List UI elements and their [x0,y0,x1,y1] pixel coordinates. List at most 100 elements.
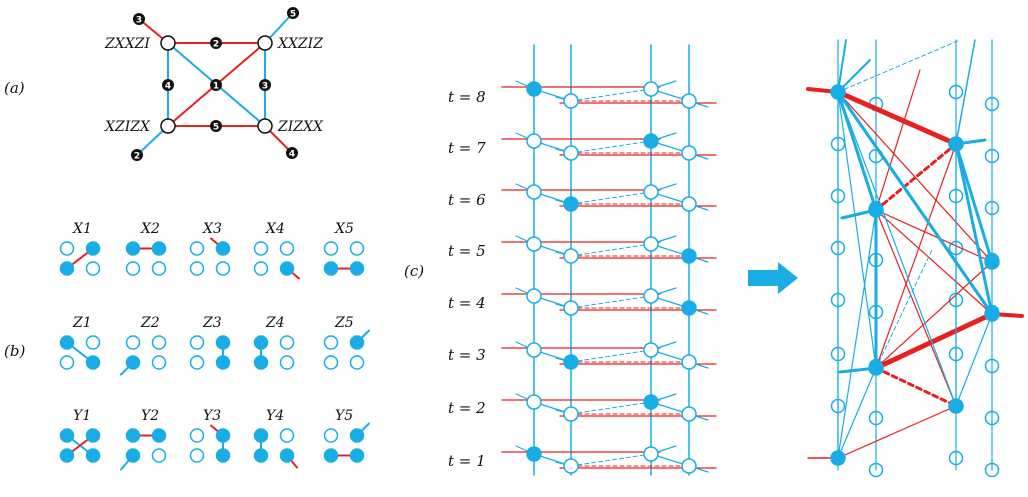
syndrome-node [984,306,1000,322]
label-z4: Z4 [265,315,285,331]
svg-text:3: 3 [136,16,142,26]
filled-qubit [215,241,231,256]
red-edge [875,69,921,211]
blue-edge [837,39,847,93]
empty-qubit [279,355,295,370]
syndrome-node [868,202,884,218]
node-zxxzi [160,35,176,51]
time-label-4: t = 4 [448,294,486,312]
syndrome-node [643,133,659,149]
dashed-red-edge [874,142,958,212]
node-label-xxziz: XXZIZ [277,36,323,52]
node-label-zizxx: ZIZXX [277,119,324,135]
filled-qubit [215,335,231,350]
thick-blue-edge [954,142,994,316]
stabilizer-icon [323,422,370,463]
empty-qubit [125,261,141,276]
filled-qubit [215,448,231,463]
check-node [563,300,579,316]
node-label-xzizx: XZIZX [104,119,151,135]
time-label-7: t = 7 [448,139,486,157]
leg-marker-5: 5 [287,7,299,20]
empty-qubit [59,241,75,256]
syndrome-node [830,450,846,466]
syndrome-node [948,136,964,152]
stabilizer-icon [125,241,167,276]
blue-edge [837,91,877,369]
dashed-blue-edge [836,90,994,316]
label-z1: Z1 [72,315,92,331]
node-xxziz [257,35,273,51]
empty-qubit [189,261,205,276]
leg-marker-3: 3 [133,13,145,26]
check-node [643,288,659,304]
stabilizer-icon [323,241,365,276]
filled-qubit [349,428,365,443]
blue-edge [837,209,877,459]
syndrome-node [830,84,846,100]
syndrome-node [868,360,884,376]
syndrome-node [681,248,697,264]
svg-text:4: 4 [289,150,295,160]
spacetime-lattice [501,44,717,476]
filled-qubit [215,428,231,443]
filled-qubit [323,448,339,463]
time-label-3: t = 3 [448,346,486,364]
syndrome-node [681,300,697,316]
check-node [526,184,542,200]
check-node [643,236,659,252]
time-label-5: t = 5 [448,242,486,260]
node-label-zxxzi: ZXXZI [104,36,150,52]
panel-c: (c) t = 8 t = 7 t = 6 t = 5 t = 4 t = 3 … [404,39,1024,478]
thick-red-edge [835,89,959,147]
empty-qubit [151,335,167,350]
panel-c-label: (c) [404,262,424,280]
svg-text:5: 5 [213,123,219,133]
stabilizer-icon [253,428,298,469]
panel-b-icons [59,237,370,471]
syndrome-node [526,446,542,462]
svg-text:5: 5 [290,10,296,20]
check-node [563,406,579,422]
blue-edge [837,91,957,407]
check-node [643,81,659,97]
stabilizer-icon [59,428,101,463]
label-x1: X1 [72,221,92,237]
dashed-edge [570,140,652,154]
empty-qubit [85,261,101,276]
dashed-edge [570,349,652,363]
edge-marker-left: 4 [162,79,174,92]
blue-edge [955,313,993,407]
filled-qubit [85,355,101,370]
dashed-edge [570,191,652,205]
svg-text:4: 4 [165,82,171,92]
label-x3: X3 [202,221,222,237]
syndrome-node [526,81,542,97]
empty-qubit [189,335,205,350]
red-edge [875,209,993,315]
label-x4: X4 [265,221,285,237]
filled-qubit [279,448,295,463]
filled-qubit [279,261,295,276]
label-x5: X5 [334,221,354,237]
check-node [681,354,697,370]
red-edge [875,143,957,369]
time-label-2: t = 2 [448,399,486,417]
filled-qubit [253,355,269,370]
blue-edge [837,367,877,459]
check-node [526,342,542,358]
filled-qubit [323,261,339,276]
dashed-blue-edge [837,39,961,93]
stabilizer-icon [120,428,167,471]
edge-marker-top: 2 [210,37,222,50]
check-node [526,133,542,149]
dashed-edge [570,88,652,102]
svg-text:1: 1 [213,82,219,92]
empty-qubit [125,335,141,350]
filled-qubit [125,448,141,463]
empty-qubit [323,241,339,256]
check-node [526,394,542,410]
edge-marker-center: 1 [210,79,222,92]
label-y1: Y1 [73,408,91,424]
